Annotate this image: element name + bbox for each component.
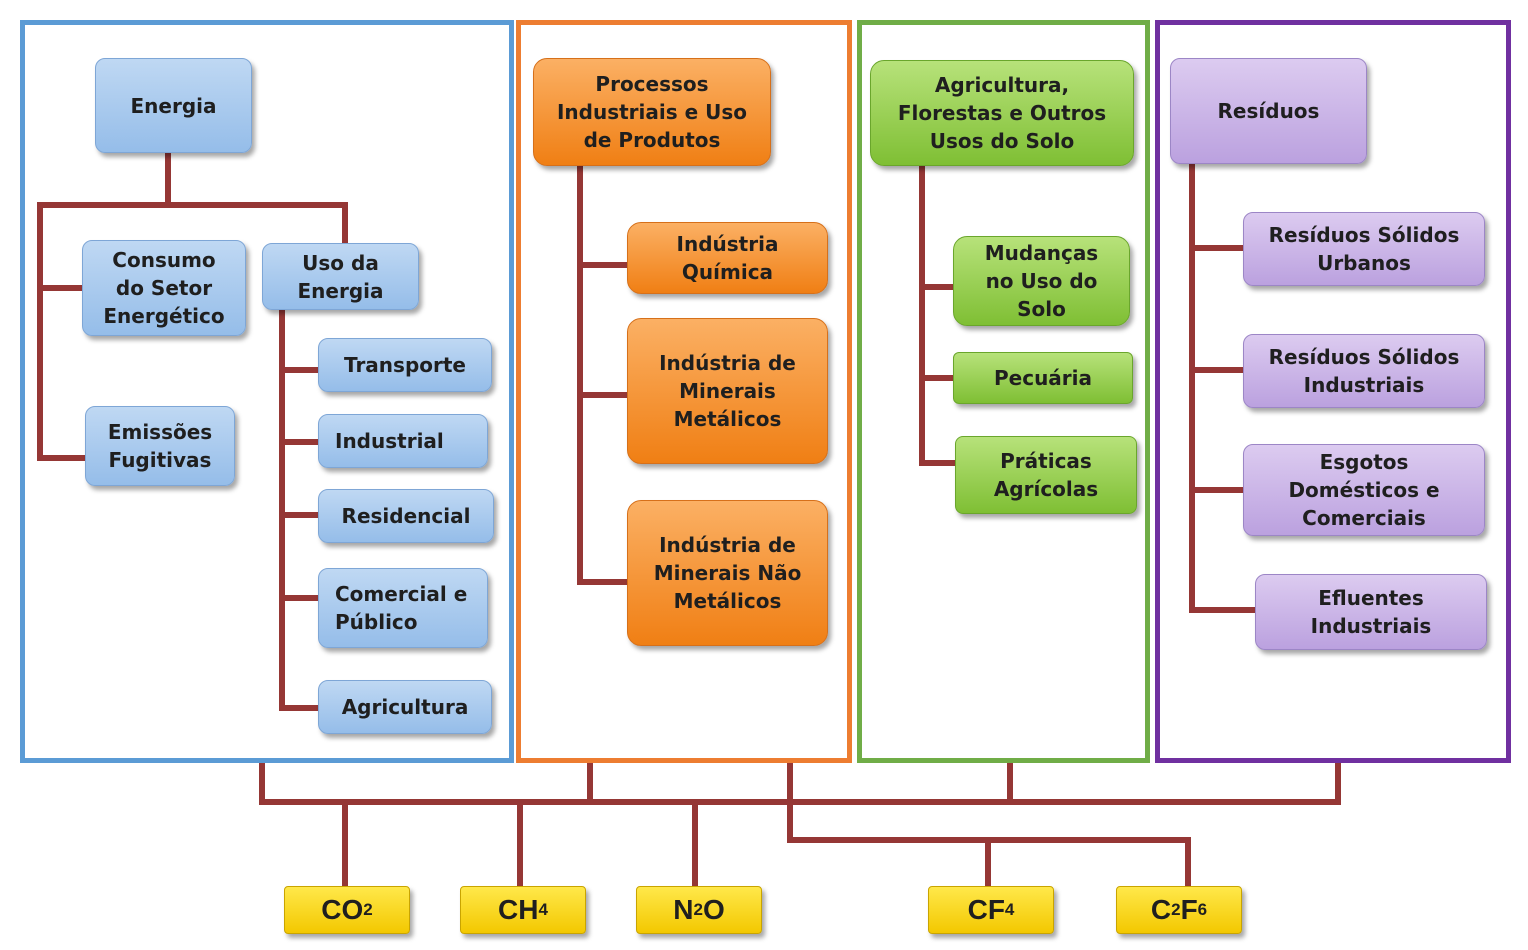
gas-cf4-sub: 4 (1004, 900, 1015, 919)
panel-residuos (1155, 20, 1511, 763)
node-minerais-metalicos: Indústria de Minerais Metálicos (627, 318, 828, 464)
node-residuos: Resíduos (1170, 58, 1367, 164)
gas-ch4-sub: 4 (538, 900, 548, 919)
node-esgotos: Esgotos Domésticos e Comerciais (1243, 444, 1485, 536)
node-residuos-solidos-industriais: Resíduos Sólidos Industriais (1243, 334, 1485, 408)
node-processos-industriais: Processos Industriais e Uso de Produtos (533, 58, 771, 166)
gas-c2f6-mid: F (1180, 894, 1198, 925)
node-residuos-solidos-urbanos: Resíduos Sólidos Urbanos (1243, 212, 1485, 286)
node-minerais-nao-metalicos: Indústria de Minerais Não Metálicos (627, 500, 828, 646)
node-pecuaria: Pecuária (953, 352, 1133, 404)
gas-c2f6-sub: 2 (1171, 900, 1181, 919)
gas-ch4-base: CH (498, 894, 539, 925)
node-afolu: Agricultura, Florestas e Outros Usos do … (870, 60, 1134, 166)
node-consumo-setor-energetico: Consumo do Setor Energético (82, 240, 246, 336)
gas-n2o-sub: 2 (693, 900, 703, 919)
gas-co2-base: CO (321, 894, 364, 925)
gas-n2o-base: N (673, 894, 694, 925)
panel-energia (20, 20, 514, 763)
node-emissoes-fugitivas: Emissões Fugitivas (85, 406, 235, 486)
node-residencial: Residencial (318, 489, 494, 543)
node-industria-quimica: Indústria Química (627, 222, 828, 294)
node-comercial-publico: Comercial e Público (318, 568, 488, 648)
gas-n2o-tail: O (702, 894, 725, 925)
node-uso-da-energia: Uso da Energia (262, 243, 419, 310)
gas-c2f6-base: C (1150, 894, 1172, 925)
panel-afolu (857, 20, 1150, 763)
node-energia: Energia (95, 58, 252, 153)
node-transporte: Transporte (318, 338, 492, 392)
node-praticas-agricolas: Práticas Agrícolas (955, 436, 1137, 514)
node-efluentes-industriais: Efluentes Industriais (1255, 574, 1487, 650)
gas-c2f6-sub2: 6 (1197, 900, 1208, 919)
gas-cf4-base: CF (967, 894, 1005, 925)
node-mudancas-uso-solo: Mudanças no Uso do Solo (953, 236, 1130, 326)
node-industrial: Industrial (318, 414, 488, 468)
node-agricultura-energia: Agricultura (318, 680, 492, 734)
panel-processos (516, 20, 852, 763)
gas-co2-sub: 2 (363, 900, 373, 919)
